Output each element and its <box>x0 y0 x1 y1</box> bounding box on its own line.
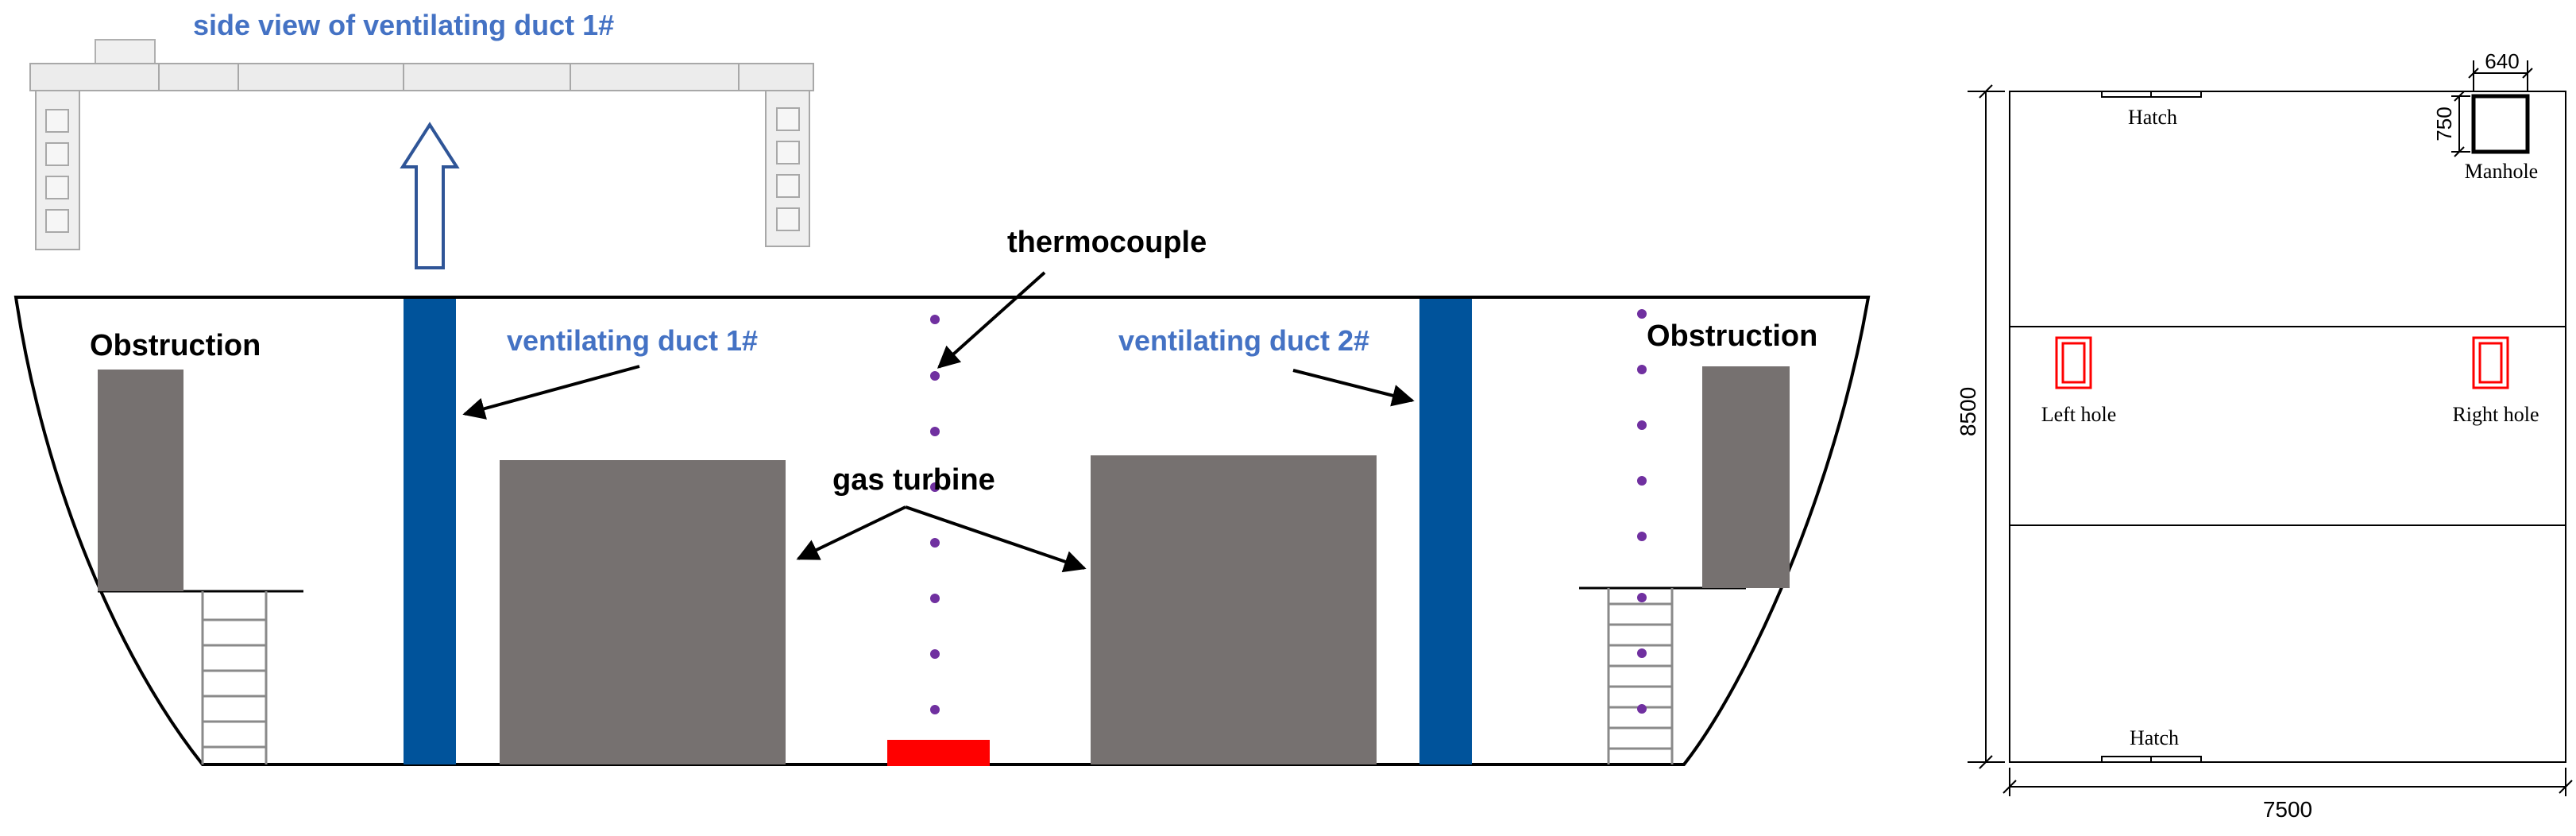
ventilating-duct-2 <box>1419 299 1472 764</box>
arrow-to-turbine-right <box>905 505 1087 573</box>
ventilating-duct-1 <box>404 299 456 764</box>
hatch-bottom-label: Hatch <box>2130 726 2179 749</box>
ventilating-duct-1-label: ventilating duct 1# <box>507 324 758 357</box>
duct-side-view-horizontal <box>29 63 814 91</box>
dimension-width-label: 7500 <box>2263 797 2312 822</box>
gas-turbine-left <box>500 460 786 764</box>
right-hole-inner <box>2478 342 2503 384</box>
obstruction-left-label: Obstruction <box>90 329 261 362</box>
pointer-arrows <box>462 271 1415 573</box>
left-hole <box>2055 336 2092 389</box>
arrow-to-duct-1 <box>462 365 640 420</box>
ventilating-duct-2-label: ventilating duct 2# <box>1118 324 1369 357</box>
arrow-to-turbine-left <box>796 505 906 560</box>
dimension-manhole-height-label: 750 <box>2432 106 2456 141</box>
plan-view: Hatch Hatch Manhole Left hole Right hole… <box>1956 49 2573 822</box>
left-ladder <box>201 591 268 764</box>
dimension-height-label: 8500 <box>1956 387 1980 436</box>
obstruction-right-label: Obstruction <box>1647 319 1817 353</box>
dimension-height <box>1968 84 2005 769</box>
obstruction-left-block <box>98 370 183 591</box>
left-hole-inner <box>2061 342 2086 384</box>
duct-side-view: side view of ventilating duct 1# <box>29 9 814 269</box>
fire-source <box>887 740 990 766</box>
dimension-manhole-height <box>2451 91 2470 157</box>
plan-outline <box>2009 91 2566 763</box>
manhole-label: Manhole <box>2465 160 2538 183</box>
thermocouples-right <box>1637 309 1647 714</box>
duct-side-view-top-box <box>95 39 156 64</box>
right-ladder <box>1607 588 1674 764</box>
hatch-top-label: Hatch <box>2128 106 2177 129</box>
dimension-manhole-width <box>2468 60 2533 91</box>
manhole <box>2471 94 2530 154</box>
gas-turbine-label: gas turbine <box>832 463 995 497</box>
hull-outline <box>14 296 1871 766</box>
dimension-width <box>2002 768 2573 796</box>
arrow-to-duct-2 <box>1292 369 1415 407</box>
right-hole-label: Right hole <box>2452 403 2539 426</box>
thermocouple-label: thermocouple <box>1007 226 1207 259</box>
up-arrow <box>400 122 460 269</box>
right-hole <box>2472 336 2509 389</box>
engine-room-section: Obstruction Obstruction ventilating duct… <box>14 226 1871 766</box>
dimension-manhole-width-label: 640 <box>2485 49 2519 73</box>
obstruction-right-block <box>1702 366 1790 588</box>
gas-turbine-right <box>1091 455 1377 764</box>
left-hole-label: Left hole <box>2041 403 2117 426</box>
arrow-to-thermocouple <box>937 271 1046 369</box>
thermocouples-center <box>930 315 940 714</box>
side-view-label: side view of ventilating duct 1# <box>193 9 614 41</box>
